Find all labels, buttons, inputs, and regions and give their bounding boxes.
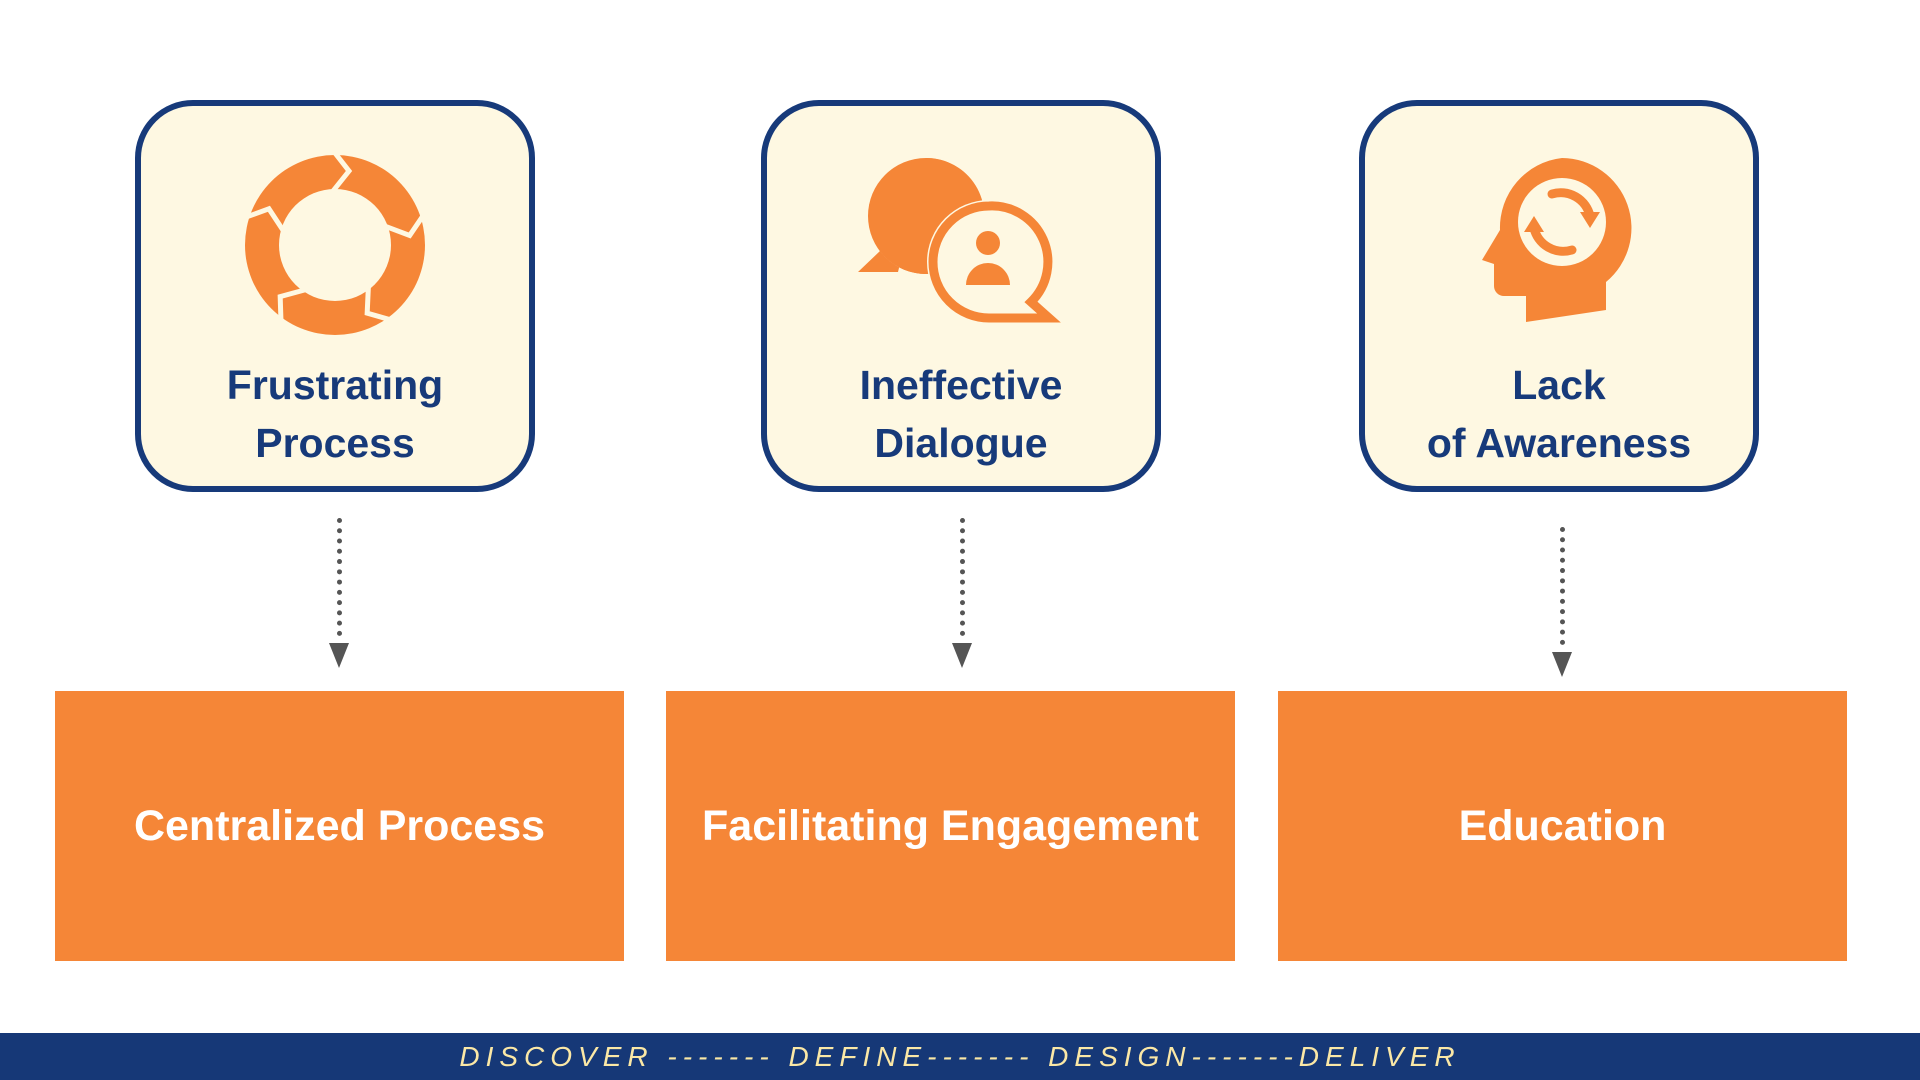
problem-label-line2: of Awareness xyxy=(1426,420,1692,466)
dotted-arrow-3 xyxy=(1552,527,1572,679)
dotted-arrow-2 xyxy=(952,518,972,670)
problem-label-line1: Frustrating xyxy=(226,362,444,408)
arrowhead-icon xyxy=(1552,652,1572,677)
dotted-line xyxy=(960,518,970,636)
problem-label-line2: Process xyxy=(255,420,415,466)
problem-card-frustrating-process: Frustrating Process xyxy=(135,100,535,492)
problem-label-line2: Dialogue xyxy=(874,420,1048,466)
problem-label: Lack of Awareness xyxy=(1365,356,1753,472)
solution-label: Education xyxy=(1458,801,1667,850)
cycle-arrows-icon xyxy=(245,151,425,335)
dotted-line xyxy=(337,518,347,636)
solution-card-centralized-process: Centralized Process xyxy=(55,691,624,961)
problem-label-line1: Lack xyxy=(1512,362,1606,408)
problem-label: Frustrating Process xyxy=(141,356,529,472)
problem-label-line1: Ineffective xyxy=(859,362,1063,408)
arrowhead-icon xyxy=(329,643,349,668)
head-refresh-icon xyxy=(1482,158,1632,322)
footer-banner: DISCOVER ------- DEFINE------- DESIGN---… xyxy=(0,1033,1920,1080)
problem-label: Ineffective Dialogue xyxy=(767,356,1155,472)
dotted-line xyxy=(1560,527,1570,645)
arrowhead-icon xyxy=(952,643,972,668)
dotted-arrow-1 xyxy=(329,518,349,670)
problem-card-lack-of-awareness: Lack of Awareness xyxy=(1359,100,1759,492)
solution-label: Centralized Process xyxy=(133,801,546,850)
problem-card-ineffective-dialogue: Ineffective Dialogue xyxy=(761,100,1161,492)
solution-label: Facilitating Engagement xyxy=(702,801,1199,850)
chat-bubbles-person-icon xyxy=(858,157,1061,324)
footer-process-stages: DISCOVER ------- DEFINE------- DESIGN---… xyxy=(459,1040,1461,1072)
solution-card-education: Education xyxy=(1278,691,1847,961)
solution-card-facilitating-engagement: Facilitating Engagement xyxy=(666,691,1235,961)
